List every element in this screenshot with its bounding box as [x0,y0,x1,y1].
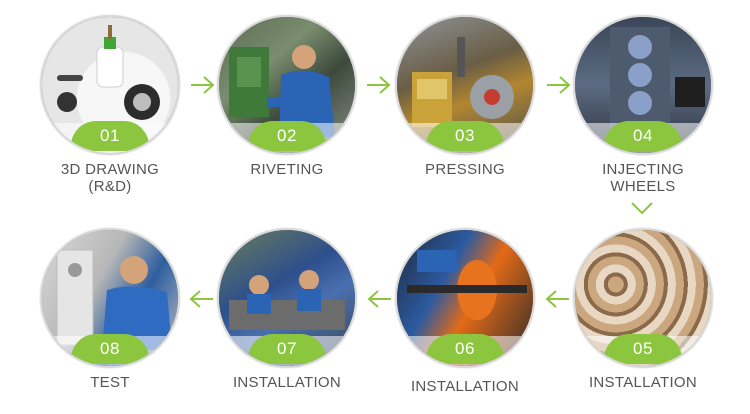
arrow-right-icon [366,74,392,96]
step-number-badge: 07 [248,334,326,364]
step-photo-installation-06: 06 [395,228,535,368]
step-label: INSTALLATION [410,378,520,395]
step-label: INSTALLATION [232,374,342,391]
step-number-badge: 03 [426,121,504,151]
step-photo-3d-drawing: 01 [40,15,180,155]
step-label: TEST [90,374,130,391]
step-number-badge: 08 [71,334,149,364]
step-number-badge: 02 [248,121,326,151]
arrow-left-icon [188,288,214,310]
arrow-left-icon [544,288,570,310]
step-label: PRESSING [425,161,505,178]
step-number-badge: 06 [426,334,504,364]
step-photo-installation-05: 05 [573,228,713,368]
step-photo-pressing: 03 [395,15,535,155]
step-photo-installation-07: 07 [217,228,357,368]
step-photo-riveting: 02 [217,15,357,155]
step-number-badge: 04 [604,121,682,151]
arrow-right-icon [190,74,216,96]
step-label: INJECTING WHEELS [602,161,684,195]
arrow-down-icon [630,199,654,217]
step-label: 3D DRAWING (R&D) [60,161,160,195]
step-number-badge: 05 [604,334,682,364]
step-photo-injecting-wheels: 04 [573,15,713,155]
step-number-badge: 01 [71,121,149,151]
step-label: INSTALLATION [588,374,698,391]
step-label: RIVETING [250,161,324,178]
arrow-right-icon [546,74,572,96]
step-photo-test: 08 [40,228,180,368]
arrow-left-icon [366,288,392,310]
